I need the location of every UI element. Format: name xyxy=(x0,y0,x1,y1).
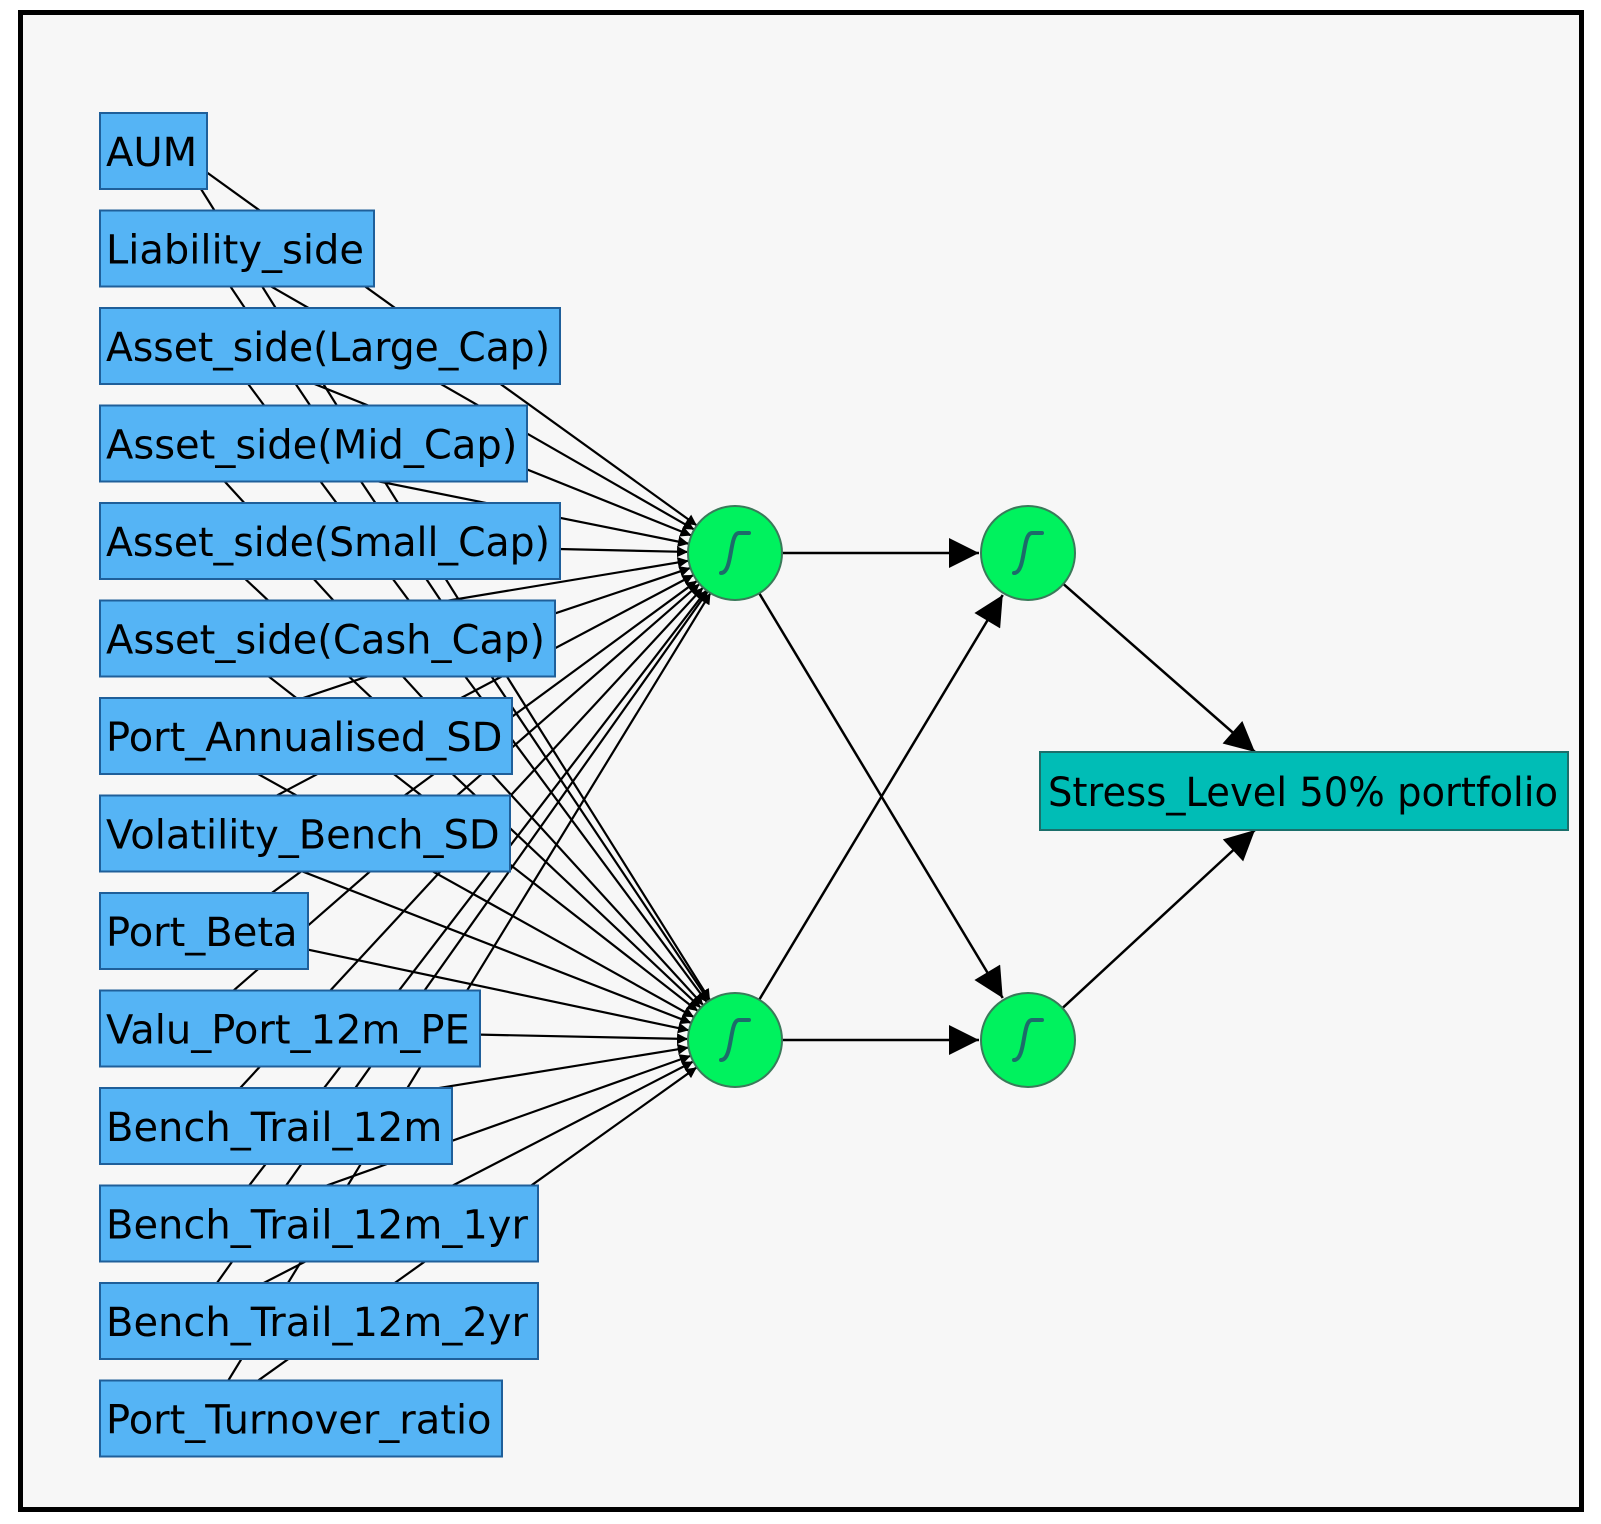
input-node: Bench_Trail_12m_2yr xyxy=(99,1282,539,1360)
input-node: Asset_side(Cash_Cap) xyxy=(99,599,556,678)
input-node-box xyxy=(99,112,208,190)
input-node: Valu_Port_12m_PE xyxy=(99,989,481,1068)
input-node: Asset_side(Mid_Cap) xyxy=(99,404,528,483)
input-node-label: AUM xyxy=(106,130,197,176)
output-node-label: Stress_Level 50% portfolio xyxy=(1048,770,1558,816)
output-node: Stress_Level 50% portfolio xyxy=(1039,751,1569,831)
sigmoid-icon xyxy=(719,1018,751,1062)
hidden-neuron-layer-1 xyxy=(687,505,783,601)
input-node-label: Liability_side xyxy=(106,228,364,274)
input-node: Bench_Trail_12m_1yr xyxy=(99,1184,539,1263)
input-node-box xyxy=(99,1379,503,1458)
input-node-box xyxy=(99,892,309,970)
input-node: Asset_side(Small_Cap) xyxy=(99,502,561,580)
input-node: Liability_side xyxy=(99,209,375,288)
sigmoid-icon xyxy=(719,531,751,575)
input-node-label: Volatility_Bench_SD xyxy=(106,813,500,859)
input-node-label: Bench_Trail_12m_2yr xyxy=(106,1300,528,1346)
input-node-label: Asset_side(Cash_Cap) xyxy=(106,618,545,664)
input-node-label: Bench_Trail_12m_1yr xyxy=(106,1203,528,1249)
input-node: Port_Beta xyxy=(99,892,309,970)
input-node-box xyxy=(99,1184,539,1263)
hidden-neuron-layer-1 xyxy=(687,992,783,1088)
output-node-box xyxy=(1039,751,1569,831)
sigmoid-icon xyxy=(1012,531,1044,575)
input-node-box xyxy=(99,989,481,1068)
input-node-box xyxy=(99,209,375,288)
input-node: Volatility_Bench_SD xyxy=(99,794,511,873)
input-node: Asset_side(Large_Cap) xyxy=(99,307,561,385)
hidden-neuron-layer-2 xyxy=(980,992,1076,1088)
input-node-box xyxy=(99,307,561,385)
input-node-box xyxy=(99,794,511,873)
input-node-label: Port_Turnover_ratio xyxy=(106,1398,492,1444)
sigmoid-icon xyxy=(1012,1018,1044,1062)
neuron-circle xyxy=(980,505,1076,601)
input-node-box xyxy=(99,404,528,483)
input-node: Port_Turnover_ratio xyxy=(99,1379,503,1458)
input-node-label: Port_Annualised_SD xyxy=(106,715,502,761)
input-node: Bench_Trail_12m xyxy=(99,1087,453,1165)
neuron-circle xyxy=(980,992,1076,1088)
input-node: AUM xyxy=(99,112,208,190)
edge-hidden-to-output xyxy=(1061,829,1256,1010)
input-node-box xyxy=(99,502,561,580)
neuron-circle xyxy=(687,505,783,601)
edge-input-to-hidden xyxy=(189,735,695,1019)
edge-hidden-to-output xyxy=(1062,583,1256,753)
input-node-label: Asset_side(Large_Cap) xyxy=(106,325,550,371)
neuron-circle xyxy=(687,992,783,1088)
edge-hidden-to-hidden xyxy=(758,594,1004,1001)
input-node-box xyxy=(99,1087,453,1165)
input-node-label: Bench_Trail_12m xyxy=(106,1105,442,1151)
input-node-box xyxy=(99,1282,539,1360)
input-node-box xyxy=(99,697,513,775)
input-node: Port_Annualised_SD xyxy=(99,697,513,775)
hidden-neuron-layer-2 xyxy=(980,505,1076,601)
input-node-box xyxy=(99,599,556,678)
input-node-label: Valu_Port_12m_PE xyxy=(106,1008,470,1054)
edge-input-to-hidden xyxy=(204,247,695,531)
input-node-label: Port_Beta xyxy=(106,910,298,956)
input-node-label: Asset_side(Mid_Cap) xyxy=(106,423,517,469)
input-node-label: Asset_side(Small_Cap) xyxy=(106,520,550,566)
